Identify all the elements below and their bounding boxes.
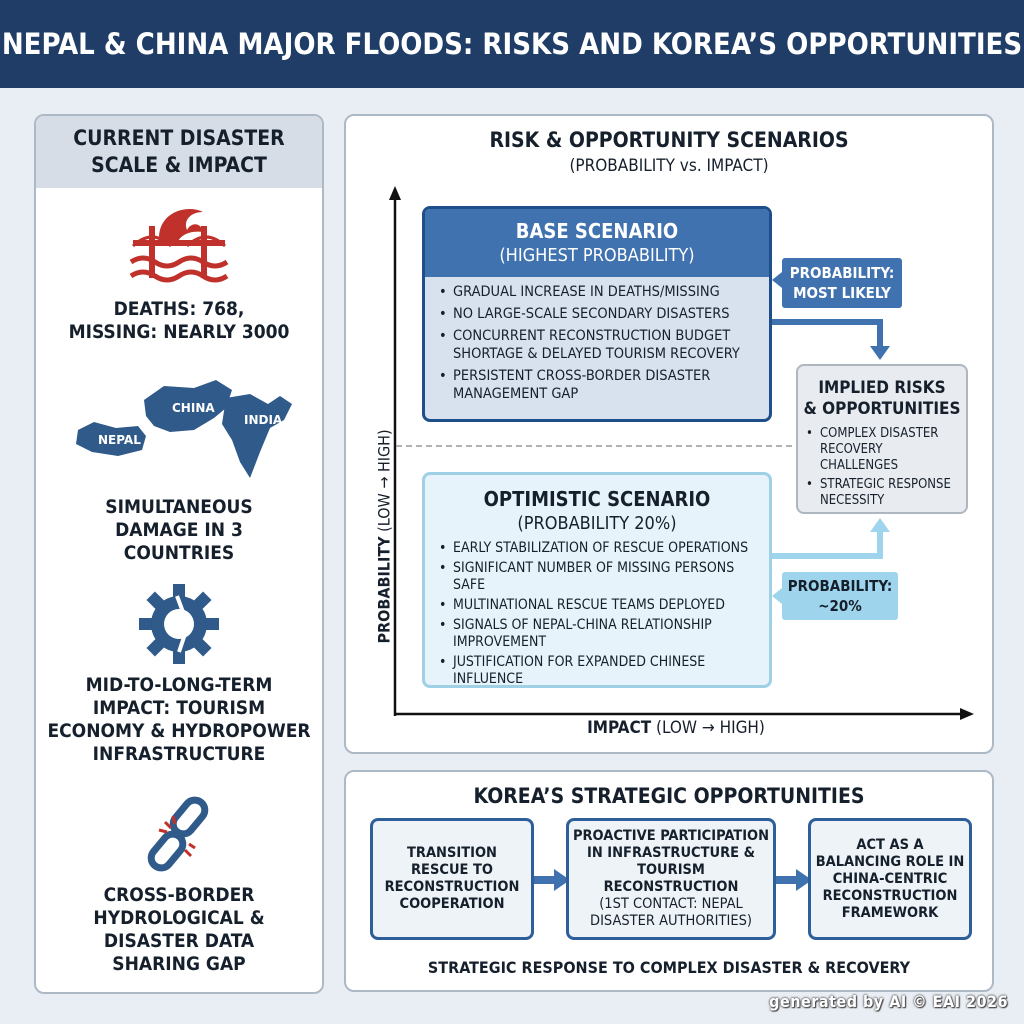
opportunity-box-participation: PROACTIVE PARTICIPATION IN INFRASTRUCTUR… <box>566 818 776 940</box>
flow-arrow-icon <box>776 869 812 891</box>
optimistic-scenario-list: EARLY STABILIZATION OF RESCUE OPERATIONS… <box>425 534 769 688</box>
flow-arrow-icon <box>534 869 570 891</box>
list-item: MULTINATIONAL RESCUE TEAMS DEPLOYED <box>439 597 757 614</box>
opportunity-box-balancing: ACT AS A BALANCING ROLE IN CHINA-CENTRIC… <box>808 818 972 940</box>
heading-line-2: SCALE & IMPACT <box>91 153 267 177</box>
scenarios-panel: RISK & OPPORTUNITY SCENARIOS (PROBABILIT… <box>344 114 994 754</box>
map-icon: NEPAL CHINA INDIA <box>76 380 292 478</box>
optimistic-probability-callout: PROBABILITY: ~20% <box>782 572 898 620</box>
data-gap-block: CROSS-BORDER HYDROLOGICAL & DISASTER DAT… <box>36 792 322 976</box>
list-item: JUSTIFICATION FOR EXPANDED CHINESE INFLU… <box>439 654 757 688</box>
long-term-impact-block: MID-TO-LONG-TERM IMPACT: TOURISM ECONOMY… <box>36 582 322 766</box>
gap-text-1: CROSS-BORDER <box>103 884 255 906</box>
impact-text-2: IMPACT: TOURISM <box>92 697 266 719</box>
korea-footer: STRATEGIC RESPONSE TO COMPLEX DISASTER &… <box>427 958 911 977</box>
flood-bridge-icon <box>129 209 229 283</box>
list-item: CONCURRENT RECONSTRUCTION BUDGET SHORTAG… <box>439 327 757 363</box>
base-probability-callout: PROBABILITY: MOST LIKELY <box>782 258 902 308</box>
list-item: STRATEGIC RESPONSE NECESSITY <box>806 477 960 509</box>
base-scenario-box: BASE SCENARIO (HIGHEST PROBABILITY) GRAD… <box>422 206 772 422</box>
implied-risks-list: COMPLEX DISASTER RECOVERY CHALLENGES STR… <box>798 420 966 509</box>
base-scenario-header: BASE SCENARIO (HIGHEST PROBABILITY) <box>425 209 769 277</box>
map-label-china: CHINA <box>172 401 215 415</box>
implied-risks-title: IMPLIED RISKS & OPPORTUNITIES <box>803 378 961 419</box>
map-label-nepal: NEPAL <box>98 433 141 447</box>
map-label-india: INDIA <box>244 413 283 427</box>
disaster-scale-heading: CURRENT DISASTER SCALE & IMPACT <box>36 116 322 188</box>
x-axis-label: IMPACT (LOW → HIGH) <box>587 718 765 738</box>
list-item: COMPLEX DISASTER RECOVERY CHALLENGES <box>806 426 960 474</box>
probability-impact-axes <box>389 186 974 720</box>
countries-text-1: SIMULTANEOUS <box>105 496 253 518</box>
list-item: SIGNALS OF NEPAL-CHINA RELATIONSHIP IMPR… <box>439 617 757 651</box>
korea-opportunities-panel: KOREA’S STRATEGIC OPPORTUNITIES TRANSITI… <box>344 770 994 992</box>
disaster-scale-panel: CURRENT DISASTER SCALE & IMPACT DEATHS: … <box>34 114 324 994</box>
broken-gear-icon <box>139 584 219 664</box>
impact-text-4: INFRASTRUCTURE <box>92 743 266 765</box>
gap-text-3: DISASTER DATA <box>103 930 255 952</box>
gap-text-4: SHARING GAP <box>112 953 246 975</box>
optimistic-scenario-subtitle: (PROBABILITY 20%) <box>517 513 677 534</box>
deaths-block: DEATHS: 768, MISSING: NEARLY 3000 <box>36 200 322 344</box>
impact-text-1: MID-TO-LONG-TERM <box>85 674 273 696</box>
header-bar: NEPAL & CHINA MAJOR FLOODS: RISKS AND KO… <box>0 0 1024 88</box>
opportunity-box-transition: TRANSITION RESCUE TO RECONSTRUCTION COOP… <box>370 818 534 940</box>
y-axis-label: PROBABILITY (LOW → HIGH) <box>374 429 394 644</box>
countries-text-3: COUNTRIES <box>123 542 235 564</box>
deaths-text: DEATHS: 768, <box>113 298 245 320</box>
optimistic-scenario-box: OPTIMISTIC SCENARIO (PROBABILITY 20%) EA… <box>422 472 772 688</box>
missing-text: MISSING: NEARLY 3000 <box>68 321 290 343</box>
base-scenario-list: GRADUAL INCREASE IN DEATHS/MISSING NO LA… <box>425 277 769 403</box>
broken-chain-icon <box>147 796 209 872</box>
gap-text-2: HYDROLOGICAL & <box>93 907 265 929</box>
list-item: PERSISTENT CROSS-BORDER DISASTER MANAGEM… <box>439 367 757 403</box>
scenarios-subtitle: (PROBABILITY vs. IMPACT) <box>569 156 769 176</box>
countries-text-2: DAMAGE IN 3 <box>115 519 243 541</box>
impact-text-3: ECONOMY & HYDROPOWER <box>47 720 311 742</box>
list-item: SIGNIFICANT NUMBER OF MISSING PERSONS SA… <box>439 560 757 594</box>
ai-credit-watermark: generated by AI © EAI 2026 <box>769 992 1008 1011</box>
countries-block: NEPAL CHINA INDIA SIMULTANEOUS DAMAGE IN… <box>36 378 322 565</box>
base-scenario-title: BASE SCENARIO <box>515 219 679 243</box>
scenarios-title: RISK & OPPORTUNITY SCENARIOS <box>489 128 849 152</box>
implied-risks-box: IMPLIED RISKS & OPPORTUNITIES COMPLEX DI… <box>796 364 968 514</box>
list-item: EARLY STABILIZATION OF RESCUE OPERATIONS <box>439 540 757 557</box>
heading-line-1: CURRENT DISASTER <box>73 126 285 150</box>
optimistic-scenario-title: OPTIMISTIC SCENARIO <box>483 487 711 511</box>
korea-opportunities-title: KOREA’S STRATEGIC OPPORTUNITIES <box>473 784 865 808</box>
page-title: NEPAL & CHINA MAJOR FLOODS: RISKS AND KO… <box>1 27 1023 61</box>
list-item: NO LARGE-SCALE SECONDARY DISASTERS <box>439 305 757 323</box>
list-item: GRADUAL INCREASE IN DEATHS/MISSING <box>439 283 757 301</box>
base-scenario-subtitle: (HIGHEST PROBABILITY) <box>499 245 695 266</box>
